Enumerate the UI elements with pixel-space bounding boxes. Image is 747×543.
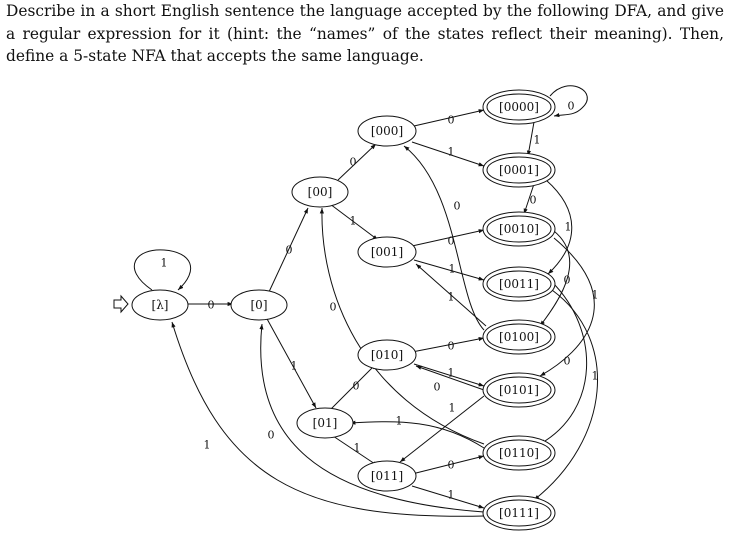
state-001: [001]: [357, 236, 417, 268]
edge-label: 0: [564, 355, 571, 368]
state-label: [001]: [371, 245, 403, 259]
edge-label: 0: [353, 380, 360, 393]
edge-label: 1: [449, 263, 456, 276]
state-0010: [0010]: [482, 211, 556, 247]
state-label: [010]: [371, 348, 403, 362]
state-011: [011]: [357, 460, 417, 492]
state-0: [0]: [230, 289, 288, 321]
state-label: [011]: [371, 469, 403, 483]
state-label: [01]: [313, 416, 338, 430]
edge-label: 0: [564, 274, 571, 287]
dfa-states: [λ] [0] [00] [01] [000] [001] [010] [01: [131, 89, 556, 531]
edge-label: 1: [449, 402, 456, 415]
edge-label: 1: [448, 489, 455, 502]
state-010: [010]: [357, 339, 417, 371]
edge-label: 1: [396, 415, 403, 428]
state-label: [00]: [308, 185, 333, 199]
edge-label: 0: [448, 235, 455, 248]
state-label: [0110]: [499, 446, 539, 460]
edge-label: 0: [530, 194, 537, 207]
edge-label: 0: [448, 459, 455, 472]
state-label: [0000]: [499, 100, 539, 114]
state-0001: [0001]: [482, 152, 556, 188]
state-label: [0011]: [499, 277, 539, 291]
state-0100: [0100]: [482, 319, 556, 355]
state-0110: [0110]: [482, 435, 556, 471]
state-lambda: [λ]: [131, 289, 189, 321]
state-label: [λ]: [152, 298, 169, 312]
edge-label: 1: [592, 370, 599, 383]
question-text: Describe in a short English sentence the…: [6, 2, 724, 65]
edge-label: 1: [592, 289, 599, 302]
state-label: [0100]: [499, 330, 539, 344]
edge-label: 1: [448, 291, 455, 304]
edge-label: 1: [565, 221, 572, 234]
edge-label: 1: [161, 257, 168, 270]
state-0011: [0011]: [482, 266, 556, 302]
state-000: [000]: [357, 115, 417, 147]
edge-label: 0: [330, 301, 337, 314]
edge-label: 1: [291, 360, 298, 373]
edge-label: 0: [286, 244, 293, 257]
edge-label: 0: [448, 114, 455, 127]
edge-label: 0: [268, 429, 275, 442]
state-00: [00]: [291, 176, 349, 208]
edge-labels: 1 0 0 1 0 1 0 1 0 1 0 1 0 1 0 1 0 1 0 1 …: [161, 100, 599, 502]
state-label: [0101]: [499, 383, 539, 397]
state-label: [0010]: [499, 222, 539, 236]
state-0101: [0101]: [482, 372, 556, 408]
state-label: [0111]: [499, 506, 539, 520]
edge-label: 0: [208, 299, 215, 312]
state-label: [000]: [371, 124, 403, 138]
edge-label: 1: [204, 439, 211, 452]
edge-label: 0: [350, 156, 357, 169]
state-01: [01]: [296, 407, 354, 439]
start-arrow-icon: [113, 294, 129, 314]
edge-label: 1: [354, 442, 361, 455]
state-label: [0001]: [499, 163, 539, 177]
edge-label: 1: [448, 146, 455, 159]
edge-label: 1: [350, 215, 357, 228]
edge-label: 0: [454, 200, 461, 213]
state-label: [0]: [251, 298, 268, 312]
edge-label: 1: [534, 134, 541, 147]
edge-label: 0: [568, 100, 575, 113]
edge-label: 0: [434, 381, 441, 394]
state-0000: [0000]: [482, 89, 556, 125]
edge-label: 1: [448, 367, 455, 380]
state-0111: [0111]: [482, 495, 556, 531]
edge-label: 0: [448, 340, 455, 353]
transition-edges: [133, 85, 598, 517]
